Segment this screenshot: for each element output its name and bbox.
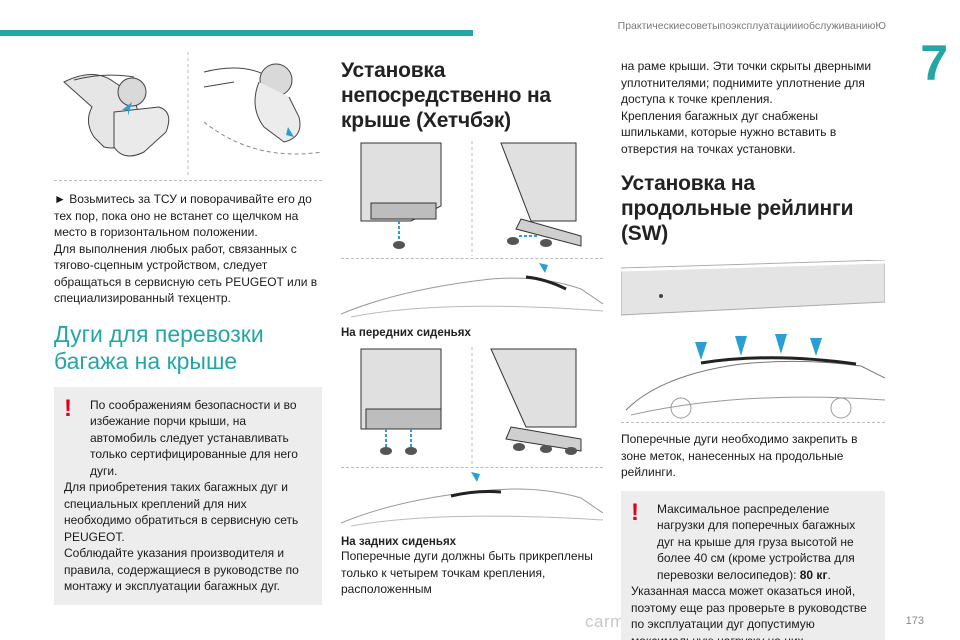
car-rear-position-illustration bbox=[340, 468, 604, 530]
note-line-2: Для приобретения таких багажных дуг и сп… bbox=[64, 480, 299, 544]
car-front-drawing bbox=[340, 263, 604, 318]
column-right: на раме крыши. Эти точки скрыты дверными… bbox=[620, 52, 886, 640]
header-accent-bar bbox=[0, 30, 473, 36]
stud-paragraph: Крепления багажных дуг снабжены шпилькам… bbox=[621, 108, 837, 156]
divider bbox=[621, 422, 885, 423]
column-middle: Установка непосредственно на крыше (Хетч… bbox=[340, 52, 604, 598]
divider bbox=[341, 258, 603, 259]
safety-note: ! По соображениям безопасности и во избе… bbox=[54, 386, 322, 605]
front-mount-drawing bbox=[360, 141, 582, 256]
mount-points-paragraph: Поперечные дуги должны быть прикреплены … bbox=[341, 549, 593, 596]
load-note-text: Максимальное распределение нагрузки для … bbox=[657, 501, 856, 582]
section-title-hatchback: Установка непосредственно на крыше (Хетч… bbox=[341, 59, 551, 132]
car-rear-drawing bbox=[340, 472, 604, 527]
rear-mount-drawing bbox=[360, 347, 582, 465]
instruction-text: ► Возьмитесь за ТСУ и поворачивайте его … bbox=[54, 192, 312, 239]
exclamation-icon: ! bbox=[631, 498, 639, 526]
column-left: ► Возьмитесь за ТСУ и поворачивайте его … bbox=[54, 52, 323, 605]
running-head: Практическиесоветыпоэксплуатациииобслужи… bbox=[617, 20, 886, 32]
page-number: 173 bbox=[905, 615, 924, 627]
note-line-3: Соблюдайте указания производителя и прав… bbox=[64, 546, 299, 593]
seal-paragraph: на раме крыши. Эти точки скрыты дверными… bbox=[621, 59, 872, 106]
car-front-position-illustration bbox=[340, 259, 604, 321]
towbar-drawing bbox=[63, 52, 323, 176]
rail-marks-paragraph: Поперечные дуги необходимо закрепить в з… bbox=[621, 432, 858, 479]
rail-drawing bbox=[620, 259, 886, 419]
section-title-rails: Установка на продольные рейлинги (SW) bbox=[621, 172, 854, 245]
load-note-line-1: Максимальное распределение нагрузки для … bbox=[657, 501, 856, 582]
rail-illustration bbox=[620, 259, 886, 420]
load-note-line-2: Указанная масса может оказаться иной, по… bbox=[631, 584, 867, 640]
caption-rear-seats: На задних сиденьях bbox=[341, 536, 457, 548]
front-mount-illustration bbox=[341, 141, 603, 256]
chapter-number: 7 bbox=[920, 35, 948, 91]
section-title-roof-bars: Дуги для перевозки багажа на крыше bbox=[54, 320, 264, 374]
divider bbox=[341, 467, 603, 468]
note-line-1: По соображениям безопасности и во избежа… bbox=[90, 397, 298, 478]
divider bbox=[54, 180, 322, 181]
service-paragraph: Для выполнения любых работ, связанных с … bbox=[54, 241, 318, 306]
exclamation-icon: ! bbox=[64, 394, 72, 422]
towbar-illustration bbox=[54, 52, 323, 176]
caption-front-seats: На передних сиденьях bbox=[341, 327, 471, 339]
load-note: ! Максимальное распределение нагрузки дл… bbox=[621, 490, 885, 640]
rear-mount-illustration bbox=[341, 347, 603, 465]
max-load-value: 80 кг bbox=[799, 567, 828, 582]
